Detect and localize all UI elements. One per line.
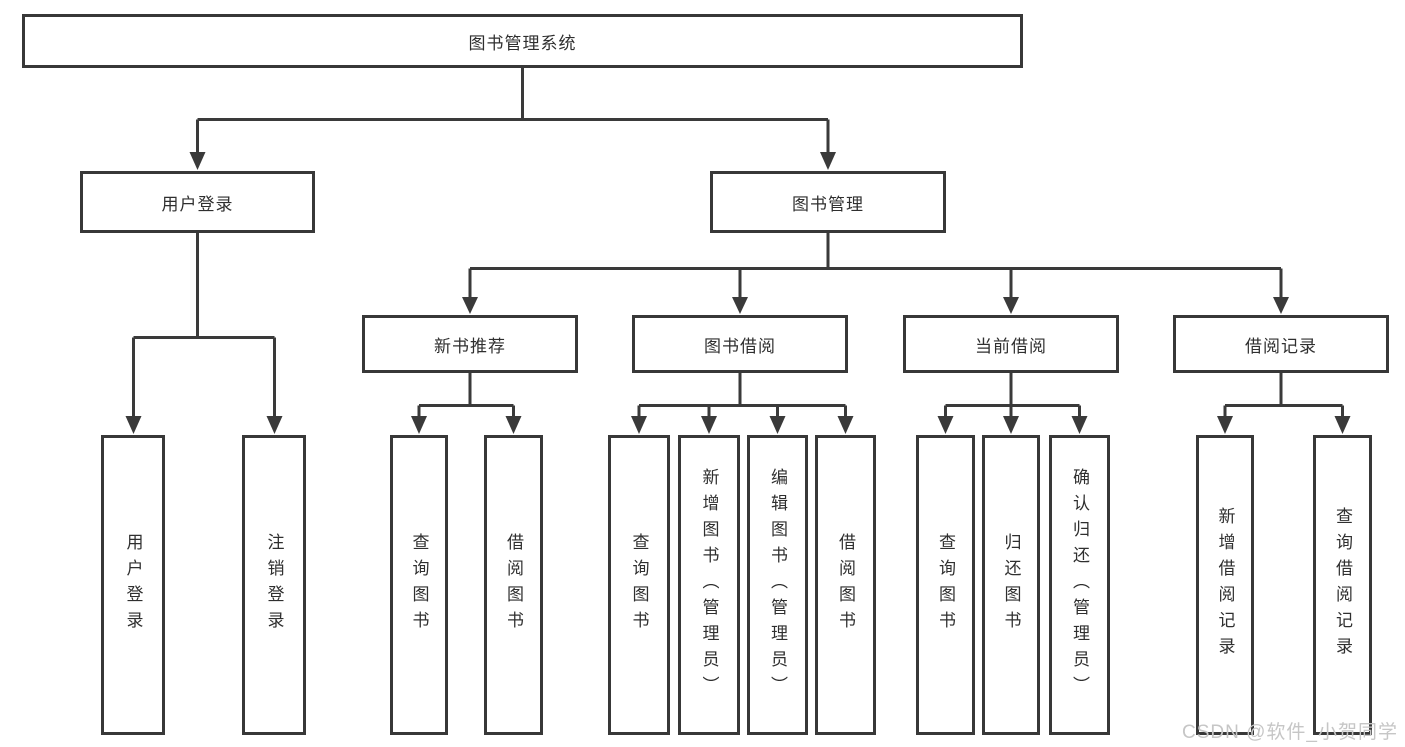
arrowhead-down (1217, 416, 1233, 434)
leaf-label: 编辑图书（管理员） (768, 468, 787, 702)
node-borrow-records: 借阅记录 (1173, 315, 1389, 373)
node-book-management: 图书管理 (710, 171, 946, 233)
leaf-query-books-recommend: 查询图书 (390, 435, 448, 735)
arrowhead-down (411, 416, 427, 434)
node-user-login: 用户登录 (80, 171, 315, 233)
leaf-query-books-borrow: 查询图书 (608, 435, 670, 735)
leaf-logout-login: 注销登录 (242, 435, 306, 735)
arrowhead-down (701, 416, 717, 434)
node-current-borrow: 当前借阅 (903, 315, 1119, 373)
leaf-label: 新增借阅记录 (1215, 507, 1235, 663)
leaf-user-login: 用户登录 (101, 435, 165, 735)
node-book-borrow: 图书借阅 (632, 315, 848, 373)
arrowhead-down (266, 416, 283, 434)
leaf-edit-book-admin: 编辑图书（管理员） (747, 435, 808, 735)
leaf-borrow-books-recommend: 借阅图书 (484, 435, 543, 735)
leaf-return-books: 归还图书 (982, 435, 1040, 735)
arrowhead-down (1273, 297, 1289, 314)
leaf-label: 查询借阅记录 (1333, 507, 1352, 663)
node-new-book-recommend: 新书推荐 (362, 315, 578, 373)
leaf-query-books-current: 查询图书 (916, 435, 975, 735)
arrowhead-down (1003, 297, 1019, 314)
connector-borrow-records-to-leaves (1217, 373, 1351, 434)
leaf-label: 查询图书 (936, 533, 955, 637)
leaf-label: 注销登录 (264, 533, 284, 637)
arrowhead-down (732, 297, 748, 314)
node-root: 图书管理系统 (22, 14, 1023, 68)
leaf-label: 查询图书 (629, 533, 649, 637)
arrowhead-down (505, 416, 522, 434)
arrowhead-down (937, 416, 954, 434)
leaf-label: 新增图书（管理员） (699, 468, 719, 702)
arrowhead-down (1071, 416, 1088, 434)
arrowhead-down (631, 416, 647, 434)
connector-current-borrow-to-leaves (937, 373, 1088, 434)
arrowhead-down (1003, 416, 1019, 434)
leaf-label: 归还图书 (1001, 533, 1021, 637)
connector-book-management-to-level3 (462, 233, 1289, 314)
leaf-add-borrow-record: 新增借阅记录 (1196, 435, 1254, 735)
arrowhead-down (125, 416, 142, 434)
leaf-confirm-return-admin: 确认归还（管理员） (1049, 435, 1110, 735)
leaf-label: 借阅图书 (504, 533, 523, 637)
leaf-borrow-books: 借阅图书 (815, 435, 876, 735)
connector-root-to-level2 (189, 67, 836, 170)
arrowhead-down (837, 416, 854, 434)
arrowhead-down (820, 152, 836, 170)
watermark: CSDN @软件_小贺同学 (1182, 722, 1398, 743)
arrowhead-down (462, 297, 478, 314)
leaf-label: 借阅图书 (836, 533, 855, 637)
connector-new-book-recommend-to-leaves (411, 373, 522, 434)
leaf-label: 查询图书 (409, 533, 429, 637)
leaf-query-borrow-record: 查询借阅记录 (1313, 435, 1372, 735)
leaf-label: 确认归还（管理员） (1070, 468, 1089, 702)
leaf-label: 用户登录 (123, 533, 143, 637)
leaf-add-book-admin: 新增图书（管理员） (678, 435, 740, 735)
arrowhead-down (769, 416, 786, 434)
arrowhead-down (189, 152, 206, 170)
connector-book-borrow-to-leaves (631, 373, 854, 434)
connector-user-login-to-leaves (125, 233, 283, 434)
arrowhead-down (1334, 416, 1351, 434)
